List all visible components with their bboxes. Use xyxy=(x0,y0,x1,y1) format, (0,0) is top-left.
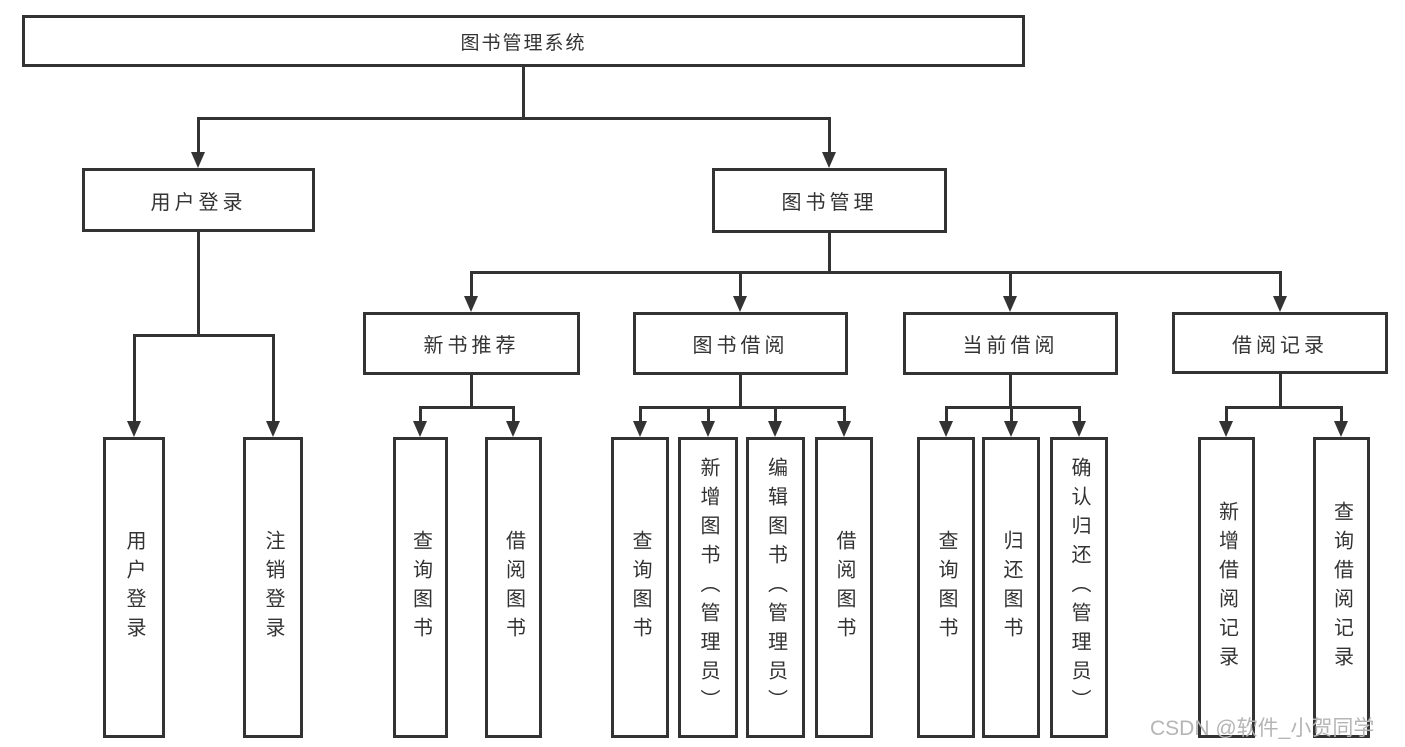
connector-vline xyxy=(1279,374,1282,409)
node-user-login-label: 用户登录 xyxy=(150,191,247,214)
leaf-return-books: 归还图书 xyxy=(982,437,1040,738)
leaf-query-books-1-label: 查询图书 xyxy=(409,529,432,646)
leaf-query-books-1: 查询图书 xyxy=(393,437,448,738)
arrowhead-down xyxy=(413,421,427,437)
connector-hline xyxy=(419,406,515,409)
leaf-user-login-label: 用户登录 xyxy=(123,529,145,646)
arrowhead-down xyxy=(633,421,647,437)
connector-hline xyxy=(133,334,275,337)
leaf-add-borrow-record-label: 新增借阅记录 xyxy=(1215,500,1238,675)
leaf-borrow-books-2: 借阅图书 xyxy=(815,437,873,738)
connector-vline xyxy=(1340,406,1343,423)
leaf-add-books-admin: 新增图书（管理员） xyxy=(678,437,738,738)
watermark-text: CSDN @软件_小贺同学 xyxy=(1150,717,1375,740)
arrowhead-down xyxy=(1273,296,1287,312)
leaf-borrow-books-2-label: 借阅图书 xyxy=(833,529,855,646)
connector-vline xyxy=(1279,271,1282,298)
leaf-query-borrow-record: 查询借阅记录 xyxy=(1313,437,1370,738)
connector-hline xyxy=(639,406,846,409)
leaf-query-books-3-label: 查询图书 xyxy=(935,529,957,646)
node-library-system: 图书管理系统 xyxy=(22,15,1025,67)
connector-hline xyxy=(197,117,831,120)
connector-vline xyxy=(774,406,777,423)
node-library-system-label: 图书管理系统 xyxy=(460,32,587,54)
leaf-edit-books-admin: 编辑图书（管理员） xyxy=(746,437,805,738)
arrowhead-down xyxy=(1219,421,1233,437)
arrowhead-down xyxy=(506,421,520,437)
node-book-borrowing: 图书借阅 xyxy=(633,312,848,375)
connector-vline xyxy=(639,406,642,423)
connector-vline xyxy=(828,117,831,154)
node-book-management-label: 图书管理 xyxy=(781,192,878,214)
arrowhead-down xyxy=(464,296,478,312)
node-current-borrowing-label: 当前借阅 xyxy=(962,335,1059,357)
leaf-query-books-2-label: 查询图书 xyxy=(629,529,651,646)
leaf-query-books-2: 查询图书 xyxy=(611,437,669,738)
leaf-edit-books-admin-label: 编辑图书（管理员） xyxy=(764,457,787,718)
leaf-confirm-return-admin-label: 确认归还（管理员） xyxy=(1068,457,1090,718)
connector-vline xyxy=(470,375,473,409)
arrowhead-down xyxy=(191,152,205,168)
connector-vline xyxy=(1009,271,1012,298)
node-new-book-recommend: 新书推荐 xyxy=(363,312,580,375)
connector-vline xyxy=(707,406,710,423)
connector-vline xyxy=(843,406,846,423)
leaf-query-borrow-record-label: 查询借阅记录 xyxy=(1330,500,1353,675)
connector-vline xyxy=(945,406,948,423)
connector-vline xyxy=(1078,406,1081,423)
node-current-borrowing: 当前借阅 xyxy=(903,312,1118,375)
connector-vline xyxy=(470,271,473,298)
arrowhead-down xyxy=(733,296,747,312)
connector-vline xyxy=(1009,375,1012,409)
arrowhead-down xyxy=(1003,296,1017,312)
node-book-borrowing-label: 图书借阅 xyxy=(692,335,789,357)
leaf-return-books-label: 归还图书 xyxy=(1000,529,1022,646)
leaf-user-login: 用户登录 xyxy=(103,437,165,738)
leaf-add-borrow-record: 新增借阅记录 xyxy=(1198,437,1255,738)
arrowhead-down xyxy=(768,421,782,437)
connector-vline xyxy=(1225,406,1228,423)
connector-vline xyxy=(197,232,200,337)
arrowhead-down xyxy=(822,152,836,168)
arrowhead-down xyxy=(701,421,715,437)
node-borrowing-records: 借阅记录 xyxy=(1172,312,1388,374)
arrowhead-down xyxy=(266,421,280,437)
leaf-query-books-3: 查询图书 xyxy=(917,437,975,738)
leaf-borrow-books-1-label: 借阅图书 xyxy=(502,529,525,646)
connector-vline xyxy=(522,67,525,119)
leaf-logout: 注销登录 xyxy=(243,437,303,738)
arrowhead-down xyxy=(837,421,851,437)
node-user-login: 用户登录 xyxy=(82,168,315,232)
arrowhead-down xyxy=(1004,421,1018,437)
connector-vline xyxy=(133,334,136,423)
leaf-confirm-return-admin: 确认归还（管理员） xyxy=(1050,437,1108,738)
node-new-book-recommend-label: 新书推荐 xyxy=(423,335,520,357)
node-book-management: 图书管理 xyxy=(712,168,947,233)
arrowhead-down xyxy=(127,421,141,437)
leaf-borrow-books-1: 借阅图书 xyxy=(485,437,542,738)
arrowhead-down xyxy=(1334,421,1348,437)
connector-vline xyxy=(1010,406,1013,423)
connector-hline xyxy=(470,271,1282,274)
connector-vline xyxy=(419,406,422,423)
connector-vline xyxy=(739,271,742,298)
connector-hline xyxy=(1225,406,1343,409)
node-borrowing-records-label: 借阅记录 xyxy=(1232,334,1328,357)
leaf-add-books-admin-label: 新增图书（管理员） xyxy=(697,457,719,718)
connector-vline xyxy=(272,334,275,423)
connector-vline xyxy=(828,233,831,274)
leaf-logout-label: 注销登录 xyxy=(262,529,284,646)
connector-vline xyxy=(512,406,515,423)
arrowhead-down xyxy=(1072,421,1086,437)
connector-vline xyxy=(197,117,200,154)
connector-hline xyxy=(945,406,1081,409)
arrowhead-down xyxy=(939,421,953,437)
connector-vline xyxy=(739,375,742,409)
